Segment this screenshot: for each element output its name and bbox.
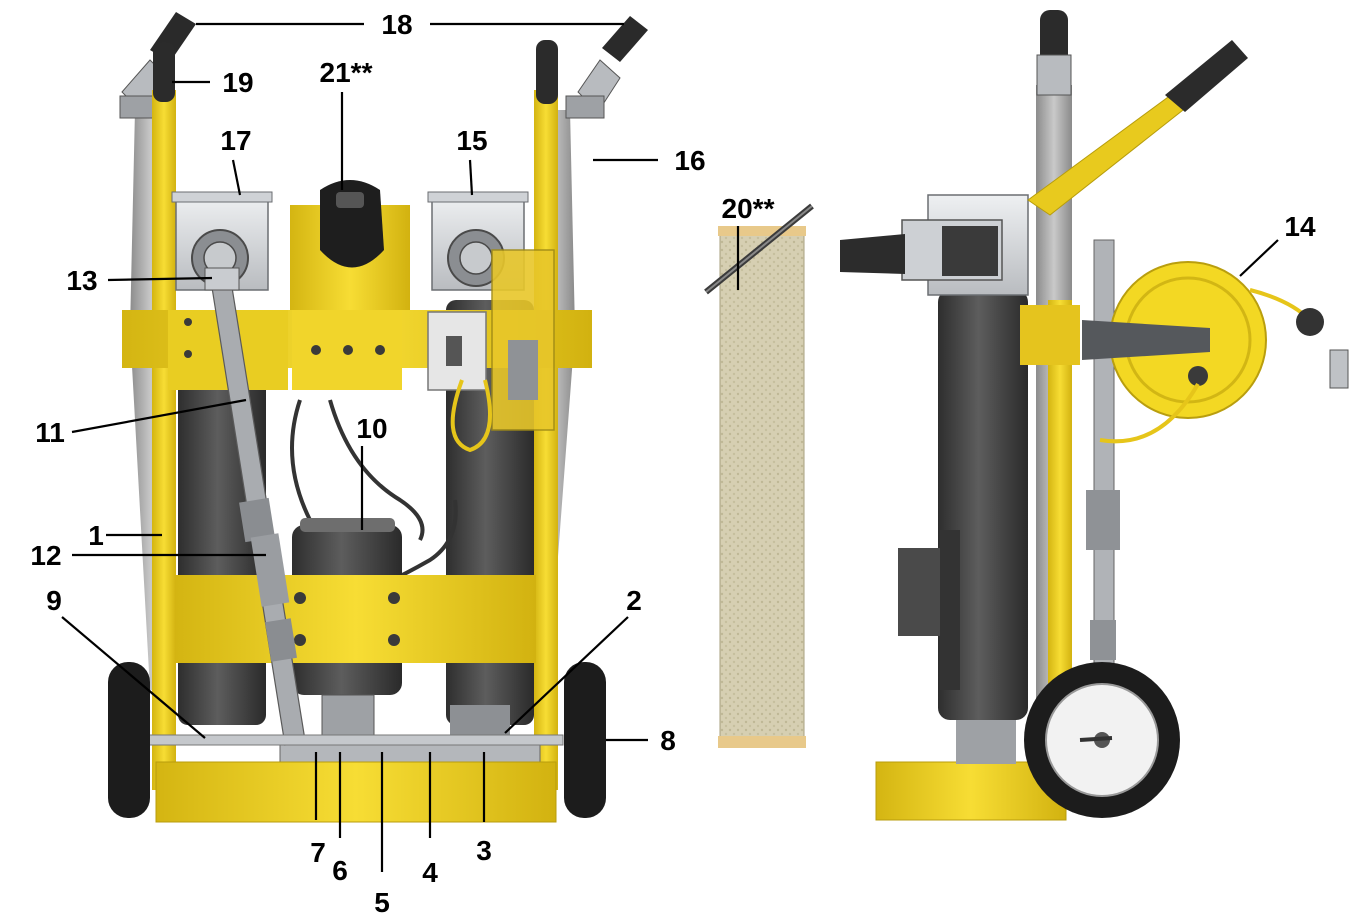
callout-19: 19 <box>222 67 253 98</box>
callout-3: 3 <box>476 835 492 866</box>
callout-12: 12 <box>30 540 61 571</box>
callout-20: 20** <box>722 193 775 224</box>
filter-element <box>719 231 805 745</box>
side-filter-housing <box>938 290 1028 720</box>
cart-base <box>155 761 557 823</box>
callout-11: 11 <box>35 417 65 448</box>
callout-5: 5 <box>374 887 390 918</box>
callout-7: 7 <box>310 837 326 868</box>
callout-21: 21** <box>320 57 373 88</box>
side-view <box>840 10 1349 821</box>
leader-lines <box>61 22 1279 872</box>
handle-upright-right <box>534 90 558 790</box>
front-view <box>108 12 648 823</box>
handle-grip-left <box>153 42 175 102</box>
wheel-left <box>108 662 150 818</box>
callout-14: 14 <box>1284 211 1316 242</box>
callout-16: 16 <box>674 145 705 176</box>
handle-upright-left <box>152 90 176 790</box>
side-suction-hose <box>840 234 905 274</box>
callout-17: 17 <box>220 125 251 156</box>
nozzle-grip-right <box>602 16 648 62</box>
callout-9: 9 <box>46 585 62 616</box>
filter-element-view <box>704 203 814 748</box>
callout-4: 4 <box>422 857 438 888</box>
callout-10: 10 <box>356 413 387 444</box>
callout-2: 2 <box>626 585 642 616</box>
callout-8: 8 <box>660 725 676 756</box>
callout-labels: 18 19 21** 17 15 16 13 11 10 1 12 9 2 8 … <box>30 9 1316 918</box>
callout-13: 13 <box>66 265 97 296</box>
handle-grip-right <box>536 40 558 104</box>
callout-1: 1 <box>88 520 104 551</box>
wheel-right <box>564 662 606 818</box>
callout-6: 6 <box>332 855 348 886</box>
callout-15: 15 <box>456 125 487 156</box>
lower-crossbar <box>176 575 536 663</box>
callout-18: 18 <box>381 9 412 40</box>
axle-9 <box>147 734 564 746</box>
